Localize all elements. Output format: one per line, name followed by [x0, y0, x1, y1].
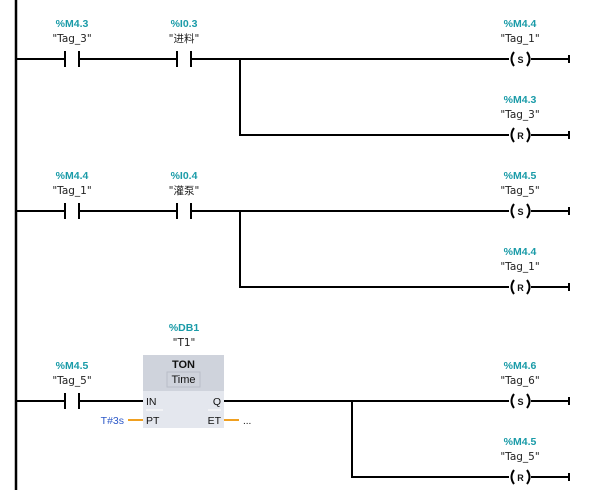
- coil-type: R: [517, 283, 524, 293]
- pin-q: Q: [213, 396, 221, 408]
- coil-symbol: "Tag_1": [500, 261, 539, 273]
- pin-in: IN: [146, 396, 157, 408]
- timer-type: TON: [172, 359, 195, 371]
- coil-address: %M4.3: [504, 94, 537, 106]
- coil-symbol: "Tag_5": [500, 451, 539, 463]
- pin-pt: PT: [146, 415, 160, 427]
- coil-type: R: [517, 473, 524, 483]
- coil-reset[interactable]: R %M4.3 "Tag_3": [500, 94, 570, 143]
- coil-type: R: [517, 131, 524, 141]
- contact-address: %I0.4: [171, 170, 198, 182]
- contact-no[interactable]: %I0.3 "进料": [169, 18, 200, 67]
- coil-reset[interactable]: R %M4.4 "Tag_1": [500, 246, 570, 295]
- pt-value[interactable]: T#3s: [101, 415, 124, 427]
- coil-symbol: "Tag_3": [500, 109, 539, 121]
- contact-symbol: "灌泵": [169, 185, 200, 197]
- network-2: %M4.4 "Tag_1" %I0.4 "灌泵" S %M4.5 "Tag_5"…: [16, 170, 570, 295]
- coil-address: %M4.6: [504, 360, 537, 372]
- pin-et: ET: [208, 415, 222, 427]
- coil-address: %M4.4: [504, 246, 537, 258]
- contact-address: %I0.3: [171, 18, 198, 30]
- contact-symbol: "Tag_1": [52, 185, 91, 197]
- coil-address: %M4.5: [504, 170, 537, 182]
- contact-address: %M4.5: [56, 360, 89, 372]
- contact-no[interactable]: %M4.3 "Tag_3": [52, 18, 92, 67]
- contact-no[interactable]: %M4.4 "Tag_1": [52, 170, 92, 219]
- coil-set[interactable]: S %M4.4 "Tag_1": [500, 18, 570, 67]
- contact-symbol: "Tag_5": [52, 375, 91, 387]
- timer-data-type: Time: [171, 374, 195, 386]
- timer-header: [143, 355, 224, 391]
- coil-address: %M4.4: [504, 18, 537, 30]
- coil-type: S: [517, 207, 523, 217]
- timer-instance-symbol: "T1": [173, 337, 196, 349]
- coil-symbol: "Tag_6": [500, 375, 539, 387]
- ton-timer-block[interactable]: %DB1 "T1" TON Time IN PT Q ET: [143, 322, 224, 428]
- data-type-selector[interactable]: [166, 371, 201, 388]
- timer-instance-address: %DB1: [169, 322, 200, 334]
- contact-no[interactable]: %M4.5 "Tag_5": [52, 360, 92, 409]
- coil-address: %M4.5: [504, 436, 537, 448]
- contact-no[interactable]: %I0.4 "灌泵": [169, 170, 200, 219]
- network-3: %M4.5 "Tag_5" %DB1 "T1" TON Time IN PT Q…: [16, 322, 570, 485]
- et-value[interactable]: ...: [243, 416, 251, 427]
- coil-type: S: [517, 397, 523, 407]
- coil-symbol: "Tag_5": [500, 185, 539, 197]
- contact-address: %M4.4: [56, 170, 89, 182]
- network-1: %M4.3 "Tag_3" %I0.3 "进料" S %M4.4 "Tag_1"…: [16, 18, 570, 143]
- coil-type: S: [517, 55, 523, 65]
- coil-symbol: "Tag_1": [500, 33, 539, 45]
- contact-address: %M4.3: [56, 18, 89, 30]
- coil-set[interactable]: S %M4.5 "Tag_5": [500, 170, 570, 219]
- contact-symbol: "Tag_3": [52, 33, 91, 45]
- coil-set[interactable]: S %M4.6 "Tag_6": [500, 360, 570, 409]
- coil-reset[interactable]: R %M4.5 "Tag_5": [500, 436, 570, 485]
- contact-symbol: "进料": [169, 32, 200, 45]
